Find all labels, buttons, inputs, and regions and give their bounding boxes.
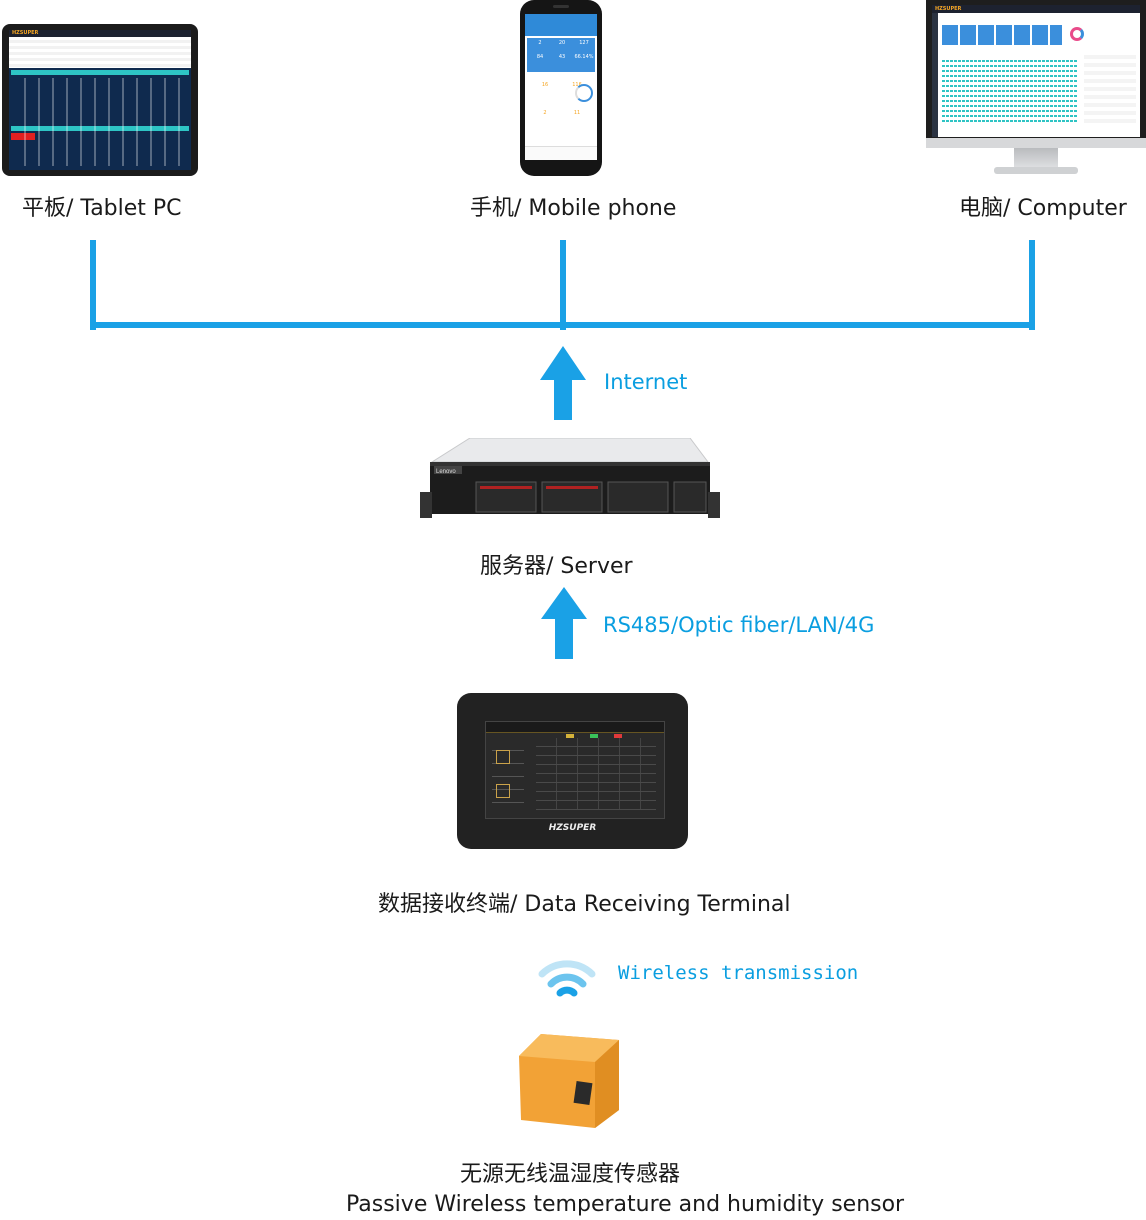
- tablet-brand: HZSUPER: [9, 30, 191, 37]
- computer-monitor: HZSUPER: [926, 0, 1146, 148]
- uplink-arrow-icon: [541, 587, 587, 659]
- phone-caption: 手机/ Mobile phone: [470, 196, 677, 221]
- monitor-chin: [926, 138, 1146, 148]
- server-device: Lenovo: [420, 437, 720, 518]
- internet-arrow-icon: [540, 346, 586, 420]
- bus-line-computer: [1029, 240, 1035, 330]
- computer-caption: 电脑/ Computer: [959, 196, 1127, 221]
- tablet-screen: HZSUPER: [9, 30, 191, 170]
- sensor-icon: [519, 1034, 619, 1128]
- tablet-caption: 平板/ Tablet PC: [22, 196, 182, 221]
- server-brand-left: Lenovo: [436, 469, 456, 475]
- terminal-device: HZSUPER: [457, 693, 688, 849]
- phone-device: 2 20 127 84 43 66.14% 16 116 2 11: [520, 0, 602, 176]
- internet-label: Internet: [604, 370, 688, 394]
- computer-brand: HZSUPER: [932, 5, 1140, 13]
- bus-line-phone: [560, 240, 566, 330]
- phone-value: 11: [573, 110, 581, 116]
- phone-value: 116: [572, 82, 582, 88]
- computer-screen: HZSUPER: [932, 5, 1140, 137]
- monitor-base: [994, 167, 1078, 174]
- terminal-caption: 数据接收终端/ Data Receiving Terminal: [378, 892, 791, 917]
- terminal-brand: HZSUPER: [548, 823, 597, 833]
- monitor-stand: [1014, 148, 1058, 168]
- uplink-label: RS485/Optic fiber/LAN/4G: [603, 613, 875, 637]
- phone-stat: 20: [558, 40, 566, 46]
- tablet-device: HZSUPER: [2, 24, 198, 176]
- phone-value: 2: [543, 110, 547, 116]
- sensor-caption-cn: 无源无线温湿度传感器: [460, 1162, 681, 1187]
- phone-stat: 2: [538, 40, 542, 46]
- server-icon: Lenovo: [420, 437, 720, 518]
- phone-stat: 84: [536, 54, 544, 60]
- bus-line-horizontal: [90, 322, 1035, 328]
- phone-screen: 2 20 127 84 43 66.14% 16 116 2 11: [525, 14, 597, 160]
- phone-stat: 127: [579, 40, 589, 46]
- wifi-icon: [538, 960, 596, 997]
- phone-value: 16: [541, 82, 549, 88]
- terminal-screen: [485, 721, 665, 819]
- phone-stat: 43: [558, 54, 566, 60]
- wireless-label: Wireless transmission: [618, 962, 859, 984]
- server-caption: 服务器/ Server: [480, 554, 633, 579]
- phone-stat: 66.14%: [574, 54, 594, 60]
- bus-line-tablet: [90, 240, 96, 330]
- sensor-caption-en: Passive Wireless temperature and humidit…: [346, 1192, 905, 1217]
